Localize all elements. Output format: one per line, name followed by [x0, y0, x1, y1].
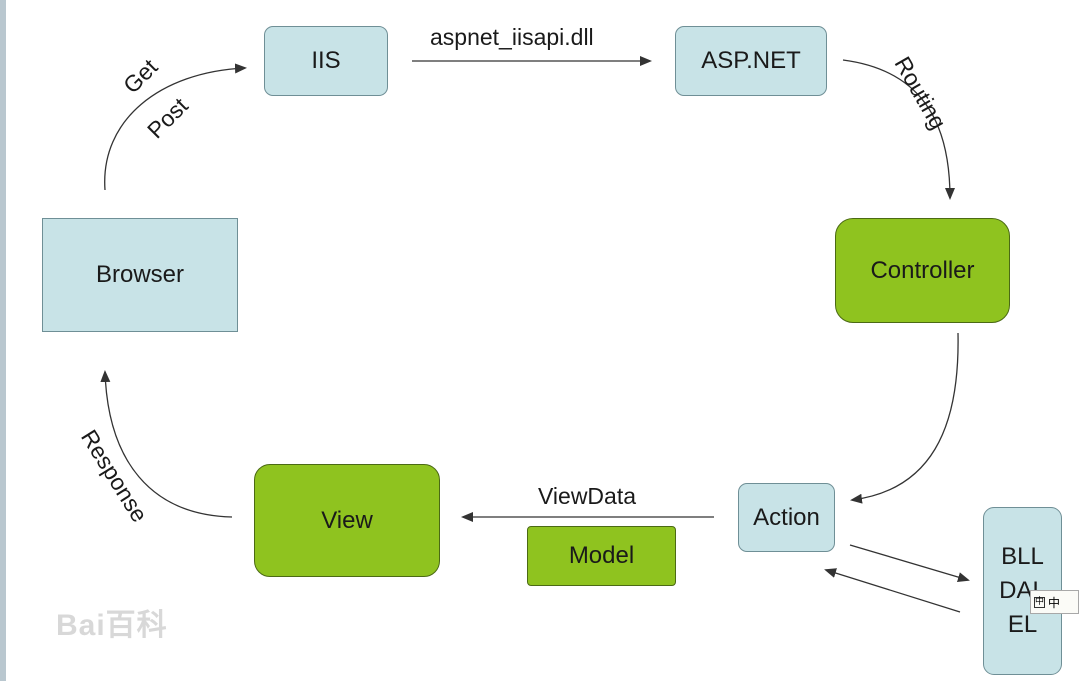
node-controller-label: Controller [870, 256, 975, 284]
node-aspnet: ASP.NET [675, 26, 827, 96]
node-browser-label: Browser [95, 261, 185, 288]
edge-browser-to-iis [104, 63, 247, 191]
node-view-label: View [321, 506, 373, 534]
node-iis: IIS [264, 26, 388, 96]
ime-label: 中 [1048, 595, 1061, 610]
edge-action-to-bll [849, 544, 970, 582]
baidu-watermark: Bai百科 [56, 609, 168, 642]
node-model-label: Model [568, 542, 635, 569]
label-viewdata: ViewData [538, 483, 637, 509]
node-action: Action [738, 483, 835, 552]
edge-view-to-browser [100, 370, 233, 518]
node-model: Model [527, 526, 676, 586]
edge-controller-to-action [850, 332, 959, 504]
node-el-label: EL [1007, 611, 1038, 638]
input-method-icon: 中 [1034, 596, 1045, 608]
node-view: View [254, 464, 440, 577]
node-bll-label: BLL [1001, 543, 1044, 570]
label-isapi: aspnet_iisapi.dll [430, 24, 594, 50]
node-action-label: Action [753, 503, 820, 531]
node-aspnet-label: ASP.NET [701, 47, 801, 74]
input-method-indicator[interactable]: 中 中 [1030, 590, 1079, 614]
edge-aspnet-to-controller [842, 59, 955, 200]
edge-bll-to-action [824, 568, 961, 613]
node-iis-label: IIS [311, 47, 341, 74]
node-browser: Browser [42, 218, 238, 332]
node-bll-dal-el: BLL DAL EL [983, 507, 1062, 675]
left-edge-strip [0, 0, 6, 681]
node-controller: Controller [835, 218, 1010, 323]
